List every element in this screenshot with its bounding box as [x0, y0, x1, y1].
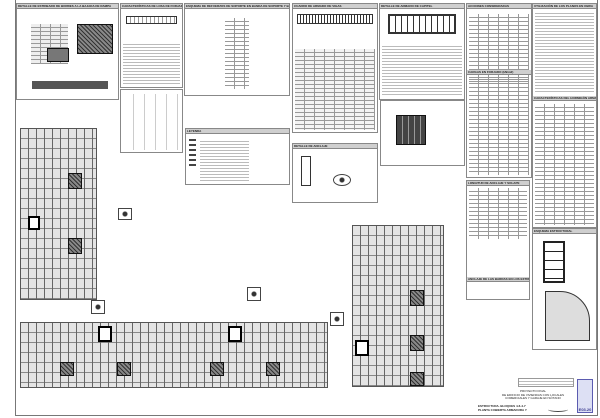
elevator-core [228, 326, 242, 342]
floor-plan-right [352, 225, 444, 387]
drawing-title: ESTRUCTURA. BLOQUES 4-6-4-7 [478, 404, 526, 408]
hatched-area [60, 362, 74, 376]
slab-section [126, 16, 177, 24]
panel-capitel: DETALLE DE ARMADO DE CAPITEL [379, 3, 465, 100]
notes [382, 44, 462, 97]
panel-title: ACCIONES CONSIDERADAS [467, 4, 531, 9]
panel-title: CUADRO DE ARMADO DE VIGAS [293, 4, 377, 9]
hatched-area [117, 362, 131, 376]
panel-utilizacion: UTILIZACIÓN DE LOS PLANOS EN OBRA CARACT… [532, 3, 597, 228]
hormigon-table [535, 104, 594, 225]
hatched-slab [77, 24, 113, 54]
beam-elevation [297, 14, 373, 24]
panel-leyenda: LEYENDA [185, 128, 290, 185]
panel-estribado: DETALLE DE ESTRIBADO DE BORDES A LA BAJA… [16, 3, 119, 100]
callout-detail [118, 208, 132, 220]
detail-drawing [31, 24, 68, 64]
signature [548, 407, 568, 412]
hatched-area [266, 362, 280, 376]
notes [535, 11, 594, 92]
anchor-detail [333, 174, 351, 186]
hatched-area [410, 372, 424, 386]
panel-title: ESQUEMA ESTRUCTURAL [533, 229, 596, 234]
floor-plan-bottom [20, 322, 328, 388]
panel-subtitle: ANCLAJE DE LAS BARRAS EN LOS EXTREMOS [467, 277, 529, 282]
drawing-sheet [15, 0, 598, 416]
hatched-area [68, 238, 82, 254]
project-title: COMERCIALES Y GARAJE EN SÓTANO [505, 396, 561, 401]
project-title: DE EDIFICIO DE VIVIENDAS CON LOCALES [501, 392, 564, 397]
garage-plan [545, 291, 590, 341]
panel-title: DETALLE DE ANCLAJE [293, 144, 377, 149]
panel-title: ESQUEMA DE REFUERZOS DE SOPORTE EN BANDA… [185, 4, 289, 9]
hatched-area [210, 362, 224, 376]
building-section [543, 241, 565, 283]
revision-table [518, 378, 574, 387]
panel-esquema: ESQUEMA DE REFUERZOS DE SOPORTE EN BANDA… [184, 3, 290, 96]
sheet-stamp: E03.20 [577, 379, 593, 413]
elevator-core [28, 216, 40, 230]
section-beam [32, 81, 108, 89]
legend-swatches [189, 139, 196, 169]
column-detail [301, 156, 311, 186]
panel-subtitle: CARACTERÍSTICAS DEL HORMIGÓN ARMADO [533, 96, 596, 101]
sheet-number: E03.20 [578, 407, 592, 413]
callout-detail [247, 287, 261, 301]
panel-title: CARACTERÍSTICAS DE LOSA DE FORJADO [121, 4, 182, 9]
reinforcement-scheme [225, 18, 249, 89]
callout-detail [330, 312, 344, 326]
elevator-core [98, 326, 112, 342]
notes [123, 42, 180, 85]
panel-solape: LONGITUD DE ANCLAJE Y SOLAPE ANCLAJE DE … [466, 180, 530, 300]
capitel-drawing [388, 14, 456, 34]
project-title: PROYECTO FINAL [519, 389, 547, 393]
panel-acciones: ACCIONES CONSIDERADAS CARGAS EN FORJADO … [466, 3, 532, 178]
callout-detail [91, 300, 105, 314]
panel-punzonamiento [380, 100, 465, 166]
panel-title: LEYENDA [186, 129, 289, 134]
hatched-area [68, 173, 82, 189]
panel-title: DETALLE DE ESTRIBADO DE BORDES A LA BAJA… [17, 4, 118, 9]
panel-detail [120, 89, 183, 153]
legend-labels [200, 139, 249, 182]
hatched-area [410, 335, 424, 351]
elevator-core [355, 340, 369, 356]
panel-title: LONGITUD DE ANCLAJE Y SOLAPE [467, 181, 529, 186]
panel-anclaje: DETALLE DE ANCLAJE [292, 143, 378, 203]
panel-losa: CARACTERÍSTICAS DE LOSA DE FORJADO [120, 3, 183, 88]
panel-armado: CUADRO DE ARMADO DE VIGAS [292, 3, 378, 133]
rampa-section [47, 48, 69, 62]
floor-plan-left [20, 128, 97, 300]
armado-table [295, 49, 375, 130]
hatched-area [410, 290, 424, 306]
cargas-table [469, 76, 529, 175]
solape-table [469, 188, 527, 239]
panel-title: UTILIZACIÓN DE LOS PLANOS EN OBRA [533, 4, 596, 9]
panel-subtitle: CARGAS EN FORJADO (kN/m2) [467, 70, 531, 75]
drawing-title: PLANTA CUBIERTA ARMADURA Y [478, 407, 527, 412]
title-block: PROYECTO FINAL DE EDIFICIO DE VIVIENDAS … [478, 378, 596, 415]
punching-detail [396, 115, 426, 145]
detail-drawing [123, 94, 180, 150]
panel-title: DETALLE DE ARMADO DE CAPITEL [380, 4, 464, 9]
panel-esquema-estructural: ESQUEMA ESTRUCTURAL [532, 228, 597, 350]
